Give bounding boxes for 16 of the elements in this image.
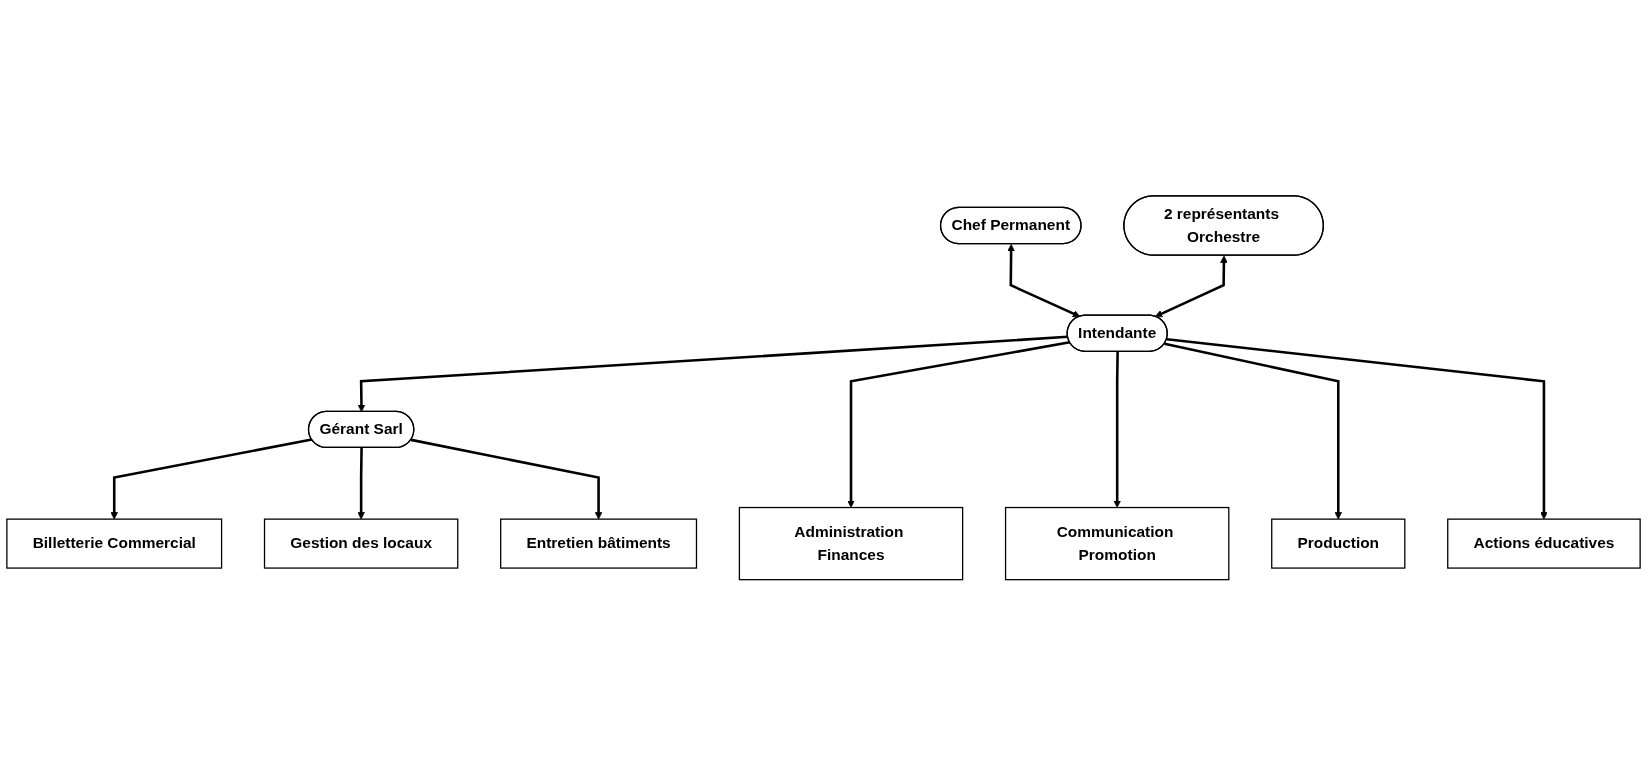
node-box: Gestion des locaux: [263, 518, 459, 569]
node-box: Administration Finances: [738, 507, 964, 581]
arrow: [1113, 351, 1121, 509]
arrow: [110, 438, 313, 520]
node-box: Billetterie Commercial: [6, 518, 223, 569]
node-box: Production: [1271, 518, 1406, 569]
arrow: [1164, 342, 1343, 520]
arrow: [410, 438, 603, 520]
arrow: [1166, 338, 1548, 520]
node-box: Communication Promotion: [1004, 507, 1230, 581]
node-box: Entretien bâtiments: [500, 518, 698, 569]
node-box: Actions éducatives: [1447, 518, 1641, 569]
arrow: [357, 448, 365, 520]
arrow: [357, 335, 1068, 413]
arrow: [1155, 255, 1228, 318]
arrow: [1007, 244, 1081, 318]
